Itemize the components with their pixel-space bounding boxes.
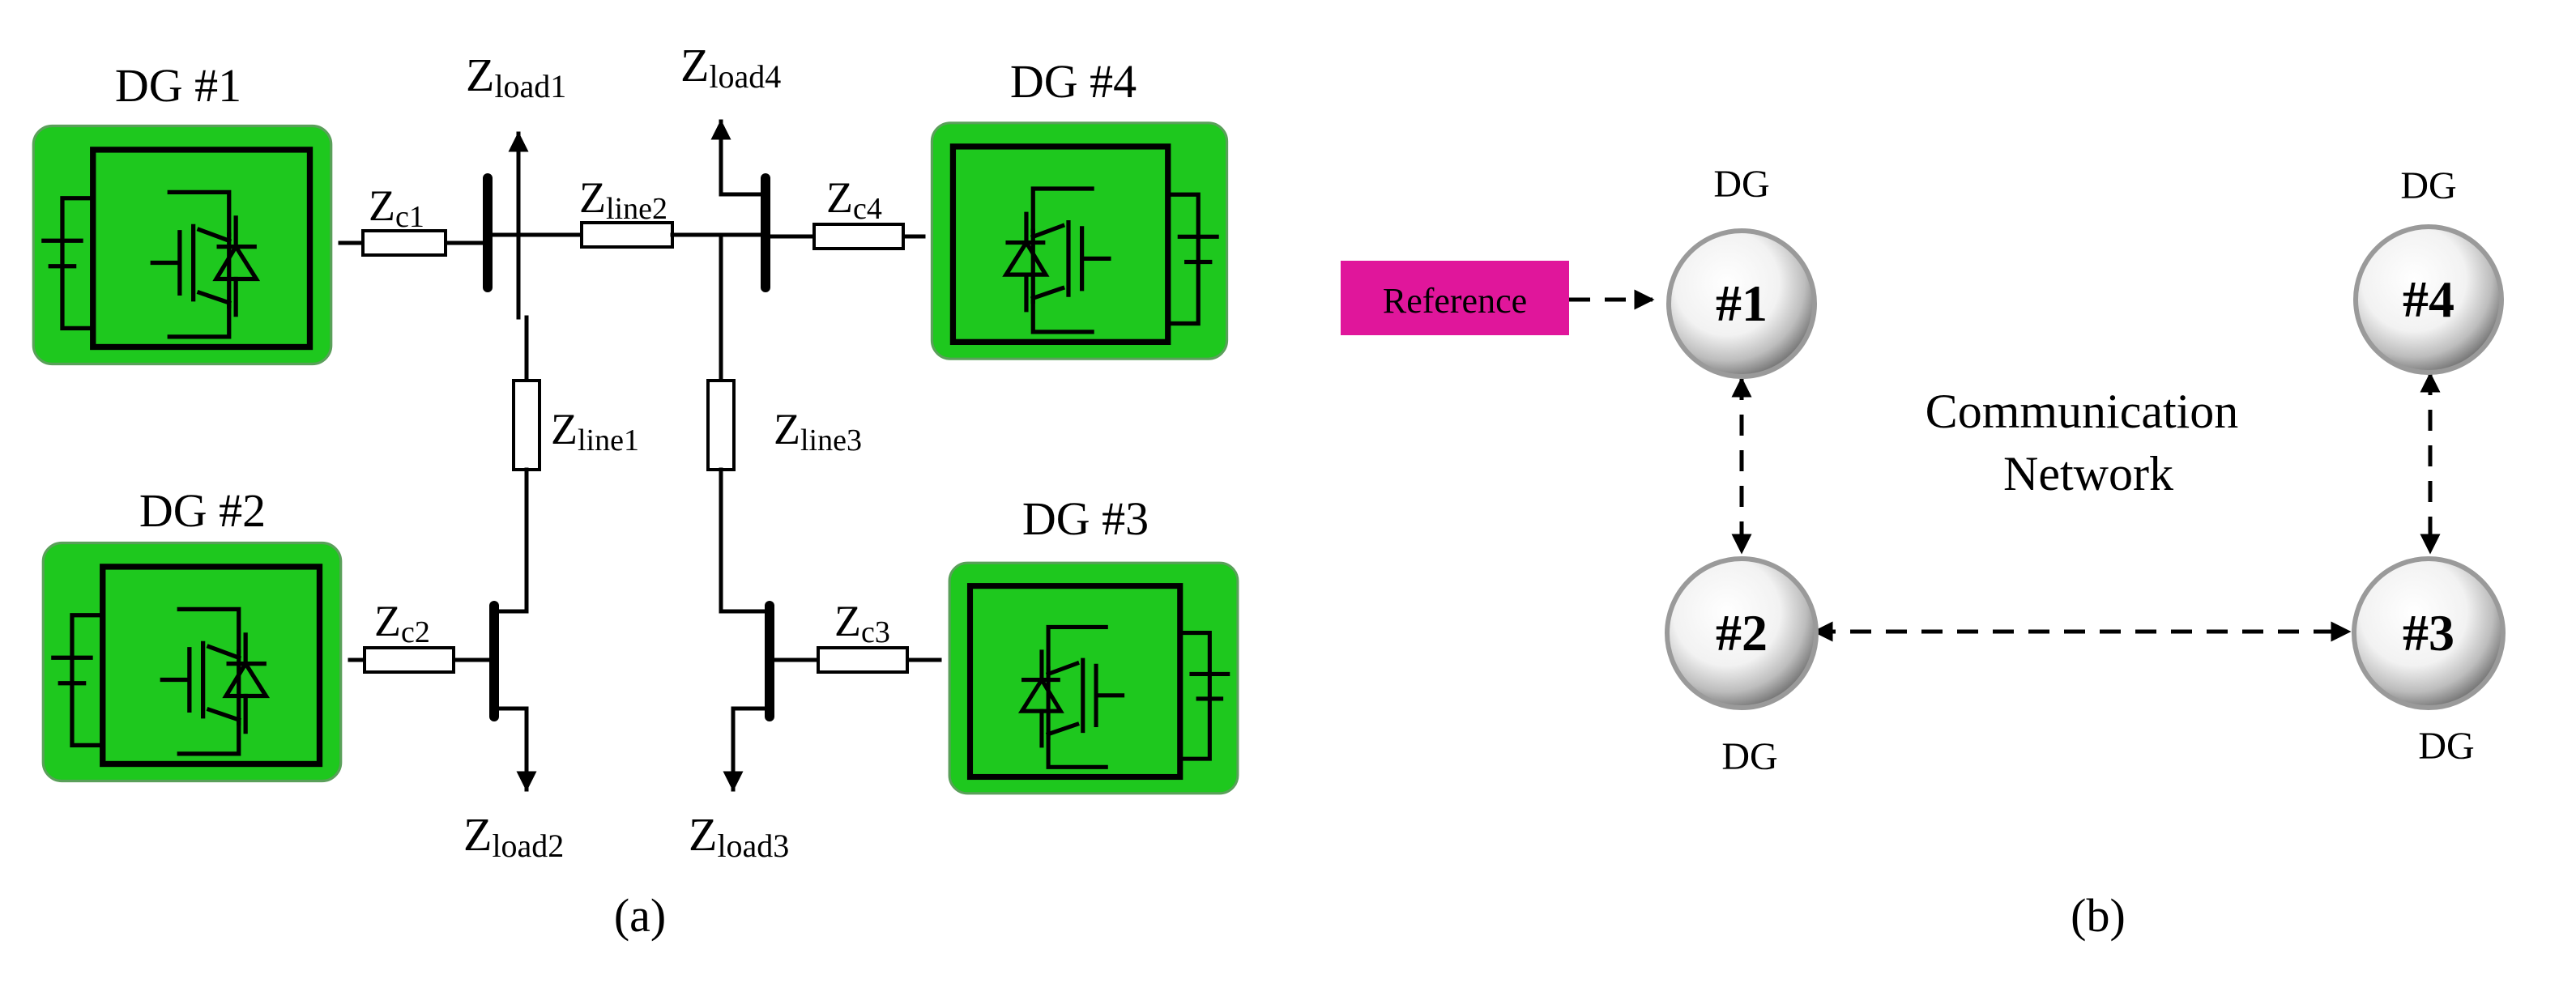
dg3-block: DG #3	[949, 492, 1238, 794]
zc2-label: Zc2	[374, 597, 430, 649]
node-dg1-label: DG	[1713, 163, 1769, 206]
node-dg2-number: #2	[1716, 604, 1768, 662]
zload2-label: Zload2	[463, 808, 564, 864]
panel-a: DG #1 DG #2 DG #3 DG #4	[33, 39, 1238, 942]
zc3-label: Zc3	[834, 597, 890, 649]
node-dg3-number: #3	[2403, 604, 2454, 662]
load-arrows	[508, 119, 744, 792]
zline1-impedance	[512, 379, 541, 471]
zload4-label: Zload4	[680, 39, 781, 95]
zc4-impedance	[812, 223, 905, 250]
caption-b: (b)	[2071, 889, 2126, 942]
zline3-label: Zline3	[774, 405, 862, 457]
dg1-block: DG #1	[33, 59, 331, 364]
panel-b: Reference #1 DG #2 DG #3 DG #4 DG Commun…	[1341, 163, 2506, 942]
zline1-label: Zline1	[551, 405, 639, 457]
node-dg1: #1 DG	[1666, 163, 1817, 379]
caption-a: (a)	[614, 889, 666, 942]
zline2-impedance	[580, 221, 674, 249]
node-dg3-label: DG	[2418, 725, 2474, 768]
node-dg4-number: #4	[2403, 270, 2454, 328]
node-dg2: #2 DG	[1665, 556, 1819, 778]
reference-box	[1341, 261, 1569, 335]
zc3-impedance	[817, 646, 909, 674]
network-label-line1: Communication	[1926, 385, 2239, 438]
dg2-label: DG #2	[139, 484, 266, 537]
dg4-label: DG #4	[1010, 55, 1137, 108]
node-dg4-label: DG	[2400, 164, 2456, 207]
dg2-block: DG #2	[43, 484, 341, 781]
dg4-block: DG #4	[932, 55, 1226, 359]
zline3-impedance	[706, 379, 736, 471]
zc4-label: Zc4	[826, 173, 882, 226]
network-label-line2: Network	[2003, 447, 2173, 500]
reference-label: Reference	[1383, 281, 1527, 321]
dg3-label: DG #3	[1022, 492, 1149, 545]
node-dg4: #4 DG	[2353, 164, 2504, 375]
zc1-impedance	[361, 229, 447, 257]
feeder-wiring	[338, 139, 942, 764]
node-dg1-number: #1	[1716, 274, 1768, 332]
node-dg2-label: DG	[1721, 735, 1777, 778]
zc1-label: Zc1	[369, 181, 424, 234]
zload3-label: Zload3	[689, 808, 789, 864]
zload1-label: Zload1	[466, 49, 566, 104]
zline2-label: Zline2	[579, 173, 667, 226]
dg1-label: DG #1	[115, 59, 241, 112]
node-dg3: #3 DG	[2352, 556, 2506, 768]
zc2-impedance	[363, 646, 455, 674]
